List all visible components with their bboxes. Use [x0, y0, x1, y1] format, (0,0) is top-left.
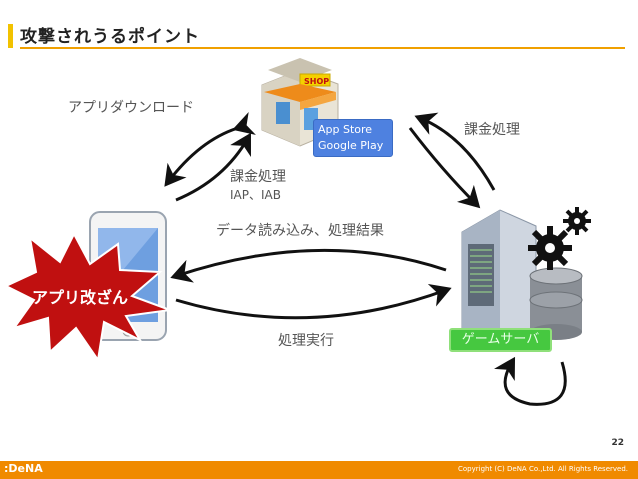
label-billing-left: 課金処理: [230, 169, 286, 185]
server-icon: [461, 209, 537, 347]
shop-sign-text: SHOP: [304, 77, 329, 86]
label-iap-iab: IAP、IAB: [230, 188, 281, 202]
title-marker: [8, 24, 13, 48]
label-app-download: アプリダウンロード: [68, 100, 194, 116]
arrow-process-exec: [175, 283, 452, 320]
arrow-download: [164, 112, 256, 187]
arrow-data-read: [170, 248, 447, 283]
store-line-1: App Store: [318, 123, 373, 136]
arrow-billing-right-down: [408, 127, 481, 209]
label-process-exec: 処理実行: [278, 333, 334, 349]
arrow-billing-right-up: [414, 112, 496, 191]
footer-copyright: Copyright (C) DeNA Co.,Ltd. All Rights R…: [458, 465, 628, 473]
footer-bar: [0, 461, 638, 479]
label-billing-right: 課金処理: [464, 122, 520, 138]
page-number: 22: [611, 438, 624, 448]
slide-title: 攻撃されうるポイント: [20, 27, 200, 47]
app-store-box: App Store Google Play: [313, 119, 393, 157]
database-icon: [529, 267, 583, 340]
tamper-burst-label: アプリ改ざん: [32, 288, 129, 307]
title-underline: [20, 47, 625, 49]
footer-logo: :DeNA: [4, 462, 43, 475]
arrow-billing-left: [175, 132, 251, 202]
arrow-server-loop: [494, 356, 567, 406]
gear-icon: [563, 207, 591, 235]
store-line-2: Google Play: [318, 139, 384, 152]
tamper-burst: [3, 231, 171, 363]
gear-icon: [528, 226, 572, 270]
label-data-read: データ読み込み、処理結果: [216, 223, 384, 239]
game-server-label: ゲームサーバ: [449, 328, 552, 352]
